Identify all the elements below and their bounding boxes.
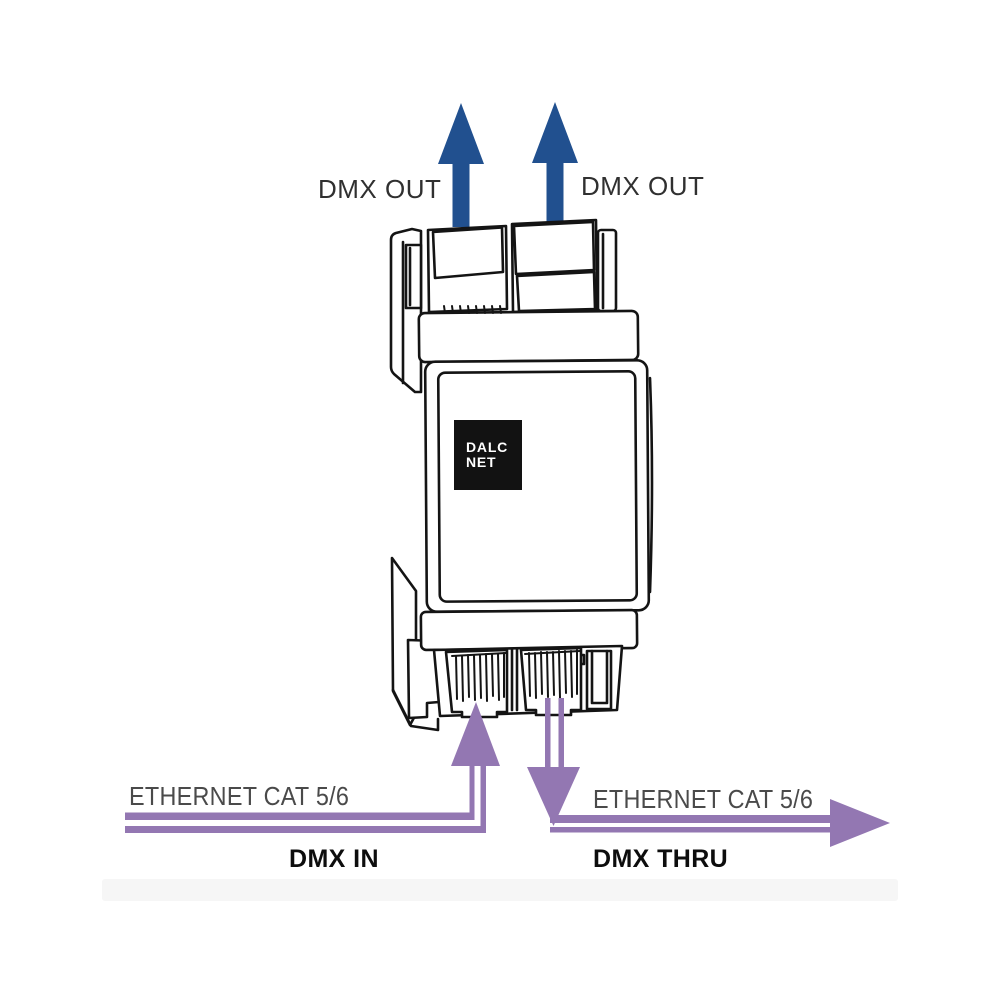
rj45-right-pins bbox=[524, 649, 581, 699]
top-shoulder-band bbox=[417, 305, 640, 364]
din-plate-lower bbox=[390, 556, 441, 732]
device-line-art bbox=[389, 218, 654, 732]
footer-shadow-band bbox=[102, 879, 898, 901]
label-dmx-out-left: DMX OUT bbox=[318, 174, 442, 204]
din-plate-upper bbox=[389, 227, 423, 394]
terminal-block-left bbox=[426, 224, 509, 314]
ethernet-dmx-thru-line bbox=[527, 698, 890, 847]
dalcnet-logo: DALC NET bbox=[454, 420, 522, 490]
ethernet-dmx-in-line bbox=[125, 702, 500, 833]
label-dmx-out-right: DMX OUT bbox=[581, 171, 705, 201]
terminal-top-right-tab bbox=[596, 228, 618, 313]
logo-line-1: DALC bbox=[466, 439, 509, 455]
dmx-out-arrow-left bbox=[438, 103, 484, 227]
label-dmx-in: DMX IN bbox=[289, 845, 379, 873]
rj45-left-pins bbox=[451, 652, 507, 702]
dmx-in-arrowhead bbox=[451, 702, 500, 766]
label-dmx-thru: DMX THRU bbox=[593, 845, 729, 873]
dmx-out-arrow-right bbox=[532, 102, 578, 223]
dmx-thru-down-arrowhead bbox=[527, 767, 580, 826]
vent-ticks bbox=[443, 305, 502, 314]
label-ethernet-cat-right: ETHERNET CAT 5/6 bbox=[593, 784, 814, 814]
dmx-thru-right-arrowhead bbox=[830, 799, 890, 847]
rj45-jack-left bbox=[444, 648, 509, 719]
rj45-jack-right bbox=[519, 646, 583, 717]
lower-band bbox=[419, 608, 639, 652]
terminal-block-right bbox=[510, 218, 599, 314]
label-ethernet-cat-left: ETHERNET CAT 5/6 bbox=[129, 781, 350, 811]
logo-line-2: NET bbox=[466, 454, 497, 470]
